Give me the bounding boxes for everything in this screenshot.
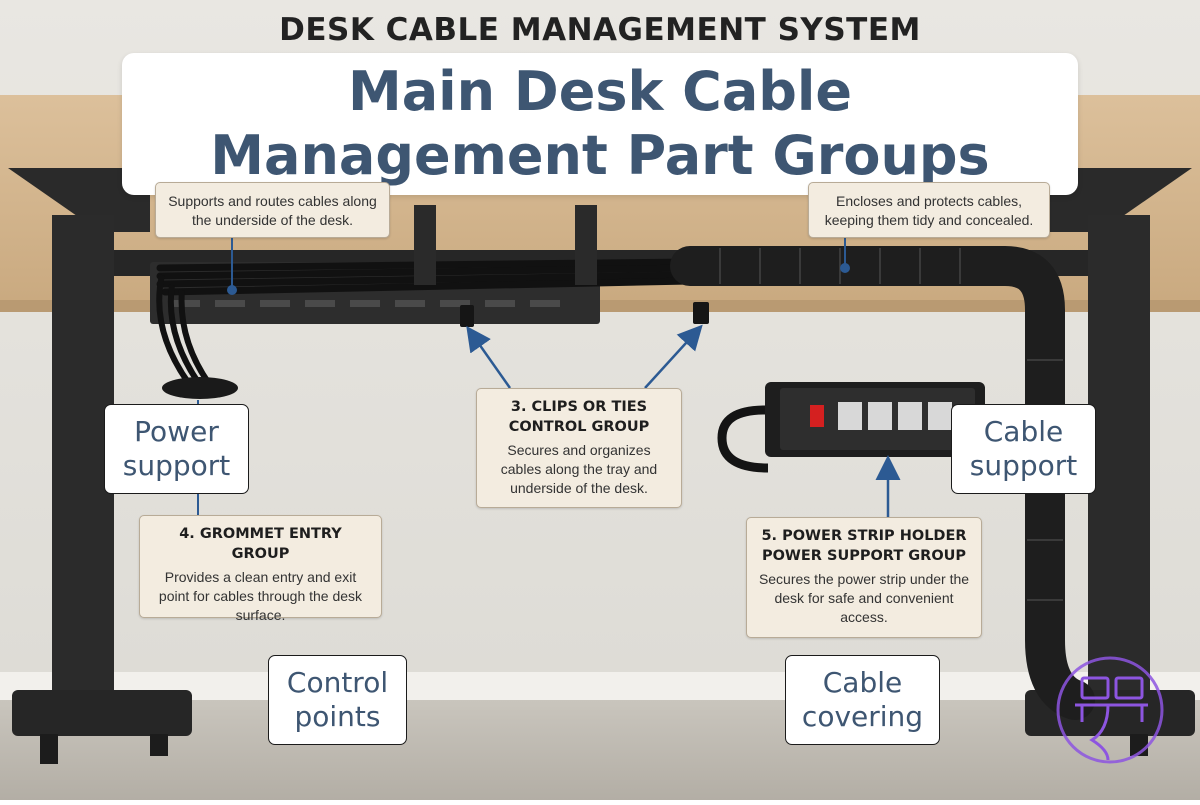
callout-clips-ties: 3. CLIPS OR TIES CONTROL GROUP Secures a… [476,388,682,508]
left-frame-bracket [8,168,150,232]
callout-cable-tray-desc: Supports and routes cables along the und… [168,193,377,228]
title-card: Main Desk Cable Management Part Groups [122,53,1078,195]
tray-hanger-left [414,205,436,285]
clip-arrow-right [644,324,703,389]
cable-clip [460,305,474,327]
page-heading: DESK CABLE MANAGEMENT SYSTEM [279,12,921,48]
label-control-points: Control points [268,655,407,745]
callout-cable-tray: Supports and routes cables along the und… [155,182,390,238]
label-cable-support-text: Cable support [969,415,1078,482]
tray-hanger-right [575,205,597,285]
cable-clip [693,302,709,324]
grommet-cables [156,274,213,387]
right-desk-leg [1088,215,1150,705]
cable-sleeve [670,246,1095,720]
carpet-floor [0,700,1200,800]
callout-grommet-entry: 4. GROMMET ENTRY GROUP Provides a clean … [139,515,382,623]
callout-grommet-desc: Provides a clean entry and exit point fo… [158,569,363,623]
page-title: Main Desk Cable Management Part Groups [210,60,990,187]
label-cable-covering: Cable covering [785,655,940,745]
right-frame-bracket [1050,168,1192,232]
left-desk-foot [12,690,192,736]
desk-logo-watermark-icon [1056,656,1164,764]
clip-arrow-left [466,325,512,389]
callout-grommet-title: 4. GROMMET ENTRY GROUP [179,526,342,562]
grommet [162,377,238,399]
sleeve-leader-dot [840,263,850,273]
label-control-points-text: Control points [286,666,389,733]
baseboard [0,672,1200,702]
tray-slots [170,300,560,307]
label-cable-covering-text: Cable covering [801,666,924,733]
callout-power-strip-desc: Secures the power strip under the desk f… [758,571,970,625]
label-power-support-text: Power support [122,415,231,482]
callout-cable-sleeve-desc: Encloses and protects cables, keeping th… [824,193,1034,228]
left-desk-leg [52,215,114,705]
tray-leader-dot [227,285,237,295]
label-power-support: Power support [104,404,249,494]
label-cable-support: Cable support [951,404,1096,494]
callout-cable-sleeve: Encloses and protects cables, keeping th… [808,182,1050,238]
callout-power-strip-title: 5. POWER STRIP HOLDER POWER SUPPORT GROU… [761,528,967,564]
callout-clips-title: 3. CLIPS OR TIES CONTROL GROUP [508,399,650,435]
callout-power-strip-holder: 5. POWER STRIP HOLDER POWER SUPPORT GROU… [746,517,982,638]
power-strip [717,382,985,473]
callout-clips-desc: Secures and organizes cables along the t… [500,442,658,496]
